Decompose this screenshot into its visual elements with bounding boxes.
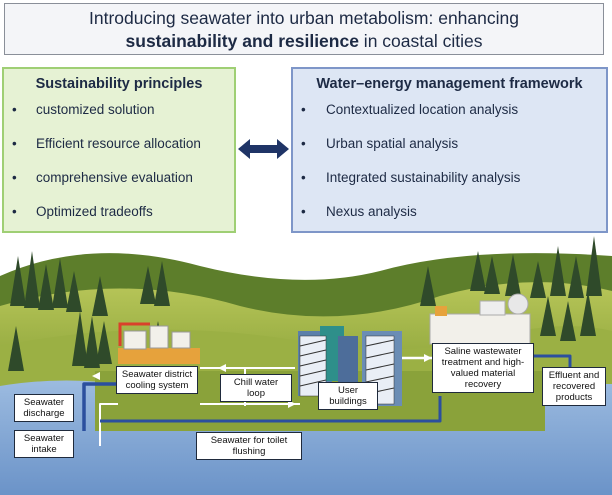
wastewater-treatment-label: Saline wastewater treatment and high-val… xyxy=(432,343,534,393)
sustainability-principles-panel: Sustainability principles • customized so… xyxy=(2,67,236,233)
water-energy-framework-heading: Water–energy management framework xyxy=(316,76,583,92)
bullet-icon: • xyxy=(301,204,306,219)
sustainability-principles-heading: Sustainability principles xyxy=(35,76,203,92)
flow-arrows xyxy=(92,354,432,408)
sustainability-principles-list: • customized solution • Efficient resource… xyxy=(4,100,234,236)
list-item: • Nexus analysis xyxy=(293,202,606,236)
title-line-1: Introducing seawater into urban metaboli… xyxy=(89,8,519,28)
treatment-plant-icon xyxy=(429,293,531,345)
effluent-label: Effluent and recovered products xyxy=(542,367,606,406)
seawater-intake-label: Seawater intake xyxy=(14,430,74,458)
list-item-label: Optimized tradeoffs xyxy=(36,204,153,219)
cooling-plant-icon xyxy=(118,322,200,364)
list-item-label: Nexus analysis xyxy=(326,204,417,219)
bidirectional-arrow-icon xyxy=(238,139,289,159)
list-item-label: Efficient resource allocation xyxy=(36,136,201,151)
list-item-label: Urban spatial analysis xyxy=(326,136,459,151)
list-item: • Efficient resource allocation xyxy=(4,134,234,168)
chill-water-label: Chill water loop xyxy=(220,374,292,402)
list-item-label: Integrated sustainability analysis xyxy=(326,170,521,185)
list-item-label: comprehensive evaluation xyxy=(36,170,193,185)
user-buildings-label: User buildings xyxy=(318,382,378,410)
list-item: • customized solution xyxy=(4,100,234,134)
list-item: • Optimized tradeoffs xyxy=(4,202,234,236)
list-item-label: Contextualized location analysis xyxy=(326,102,519,117)
water-energy-framework-panel: Water–energy management framework • Conte… xyxy=(291,67,608,233)
list-item-label: customized solution xyxy=(36,102,155,117)
list-item: • comprehensive evaluation xyxy=(4,168,234,202)
toilet-flushing-label: Seawater for toilet flushing xyxy=(196,432,302,460)
water-energy-framework-list: • Contextualized location analysis • Urban… xyxy=(293,100,606,236)
bullet-icon: • xyxy=(12,204,17,219)
district-cooling-label: Seawater district cooling system xyxy=(116,366,198,394)
title-line-2-rest: in coastal cities xyxy=(358,31,483,51)
bullet-icon: • xyxy=(12,102,17,117)
bullet-icon: • xyxy=(301,136,306,151)
list-item: • Integrated sustainability analysis xyxy=(293,168,606,202)
city-buildings-icon xyxy=(298,326,402,406)
bullet-icon: • xyxy=(12,170,17,185)
bullet-icon: • xyxy=(301,170,306,185)
title-line-2: sustainability and resilience in coastal… xyxy=(5,30,603,53)
title-emphasis: sustainability and resilience xyxy=(125,31,359,51)
seawater-discharge-label: Seawater discharge xyxy=(14,394,74,422)
list-item: • Urban spatial analysis xyxy=(293,134,606,168)
bullet-icon: • xyxy=(12,136,17,151)
bullet-icon: • xyxy=(301,102,306,117)
list-item: • Contextualized location analysis xyxy=(293,100,606,134)
title-box: Introducing seawater into urban metaboli… xyxy=(4,3,604,55)
